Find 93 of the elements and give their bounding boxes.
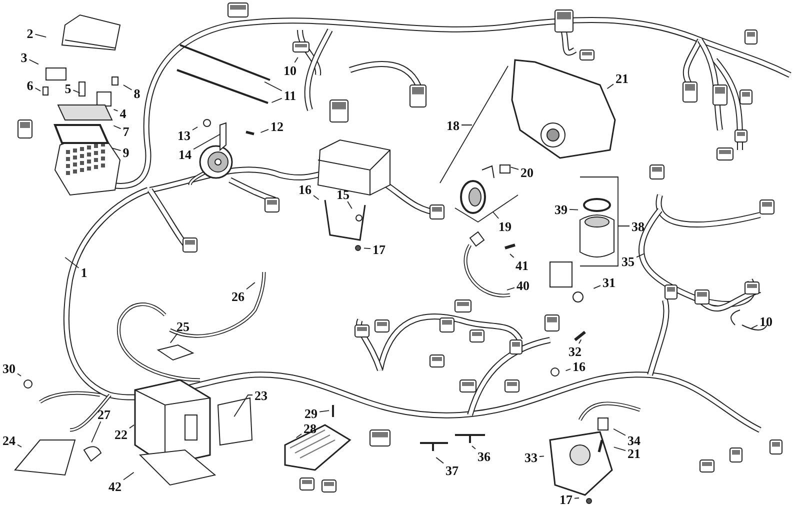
leader-line	[129, 424, 134, 429]
leader-line	[123, 84, 132, 90]
leader-line	[17, 373, 22, 376]
leader-line	[34, 34, 47, 38]
leader-line	[111, 148, 122, 151]
leader-line	[580, 176, 630, 266]
callout-number: 11	[282, 88, 298, 102]
leader-line	[313, 195, 320, 200]
callout-number: 20	[520, 166, 534, 178]
leader-line	[613, 428, 626, 436]
callout-number: 17	[372, 242, 386, 256]
callout-number: 25	[176, 320, 190, 332]
callout-number: 3	[20, 50, 28, 64]
leader-line	[613, 446, 626, 451]
leader-line	[472, 446, 476, 450]
leader-line	[260, 128, 269, 133]
leader-line	[569, 208, 578, 210]
callout-number: 16	[298, 182, 312, 196]
leader-line	[264, 81, 282, 92]
callout-number: 4	[118, 106, 128, 120]
leader-line	[246, 282, 256, 290]
callout-number: 5	[64, 82, 72, 94]
callout-number: 38	[630, 220, 646, 232]
leader-line	[113, 108, 118, 112]
leader-line	[347, 201, 352, 210]
leader-line	[17, 444, 22, 448]
callout-number: 41	[514, 258, 530, 272]
leader-line	[64, 257, 80, 268]
leader-line	[72, 90, 80, 94]
leader-line	[593, 285, 601, 289]
callout-number: 18	[446, 118, 460, 132]
leader-line	[539, 456, 544, 457]
callout-number: 2	[26, 26, 34, 40]
callout-number: 39	[554, 202, 568, 216]
callout-number: 40	[516, 278, 530, 292]
leader-line	[234, 394, 253, 418]
leader-line	[271, 98, 282, 103]
callout-number: 6	[26, 78, 34, 92]
callout-number: 42	[108, 480, 122, 492]
callout-number: 23	[254, 388, 268, 402]
leader-line	[28, 59, 39, 65]
leader-line	[636, 253, 645, 258]
callout-number: 30	[2, 362, 16, 374]
leader-line	[319, 410, 330, 412]
callout-number: 13	[176, 128, 192, 142]
leader-line	[574, 498, 580, 499]
callout-number: 12	[270, 120, 284, 132]
callout-number: 31	[602, 276, 616, 288]
leader-line	[510, 254, 514, 258]
callout-number: 16	[572, 360, 586, 372]
callout-number: 1	[80, 266, 88, 278]
callout-number: 36	[476, 450, 492, 462]
leader-line	[565, 368, 571, 372]
callout-number: 24	[2, 434, 16, 446]
callout-number: 19	[498, 220, 512, 232]
callout-number: 9	[122, 146, 130, 158]
callout-number: 22	[114, 428, 128, 440]
leader-line	[751, 324, 758, 329]
callout-number: 35	[620, 254, 636, 268]
leader-line	[606, 84, 614, 90]
callout-number: 27	[96, 408, 112, 420]
callout-number: 29	[304, 406, 318, 420]
callout-number: 14	[178, 148, 192, 160]
leader-line	[510, 166, 519, 170]
callout-number: 37	[444, 464, 460, 476]
callout-number: 21	[614, 72, 630, 84]
leader-line	[578, 339, 582, 344]
callout-number: 10	[282, 64, 298, 76]
leader-line	[454, 194, 518, 223]
leader-line	[506, 287, 515, 290]
callout-number: 17	[558, 492, 574, 506]
callout-number: 33	[524, 450, 538, 464]
leader-line	[170, 333, 178, 344]
callout-number: 21	[626, 446, 642, 460]
leader-line	[91, 421, 102, 443]
callout-number: 7	[122, 124, 130, 138]
leader-line	[193, 134, 221, 150]
callout-number: 10	[758, 314, 774, 328]
leader-line	[113, 125, 122, 130]
leader-line	[294, 56, 298, 63]
callout-number: 34	[626, 434, 642, 446]
callout-number: 32	[568, 344, 582, 358]
leader-line	[296, 434, 302, 438]
callout-number: 15	[336, 188, 350, 200]
callout-number: 8	[132, 86, 142, 100]
leader-line	[34, 88, 41, 92]
leader-line	[440, 66, 508, 184]
leader-line	[123, 472, 134, 480]
leader-line	[364, 248, 371, 249]
leader-line	[436, 457, 444, 464]
leader-line	[192, 126, 198, 130]
callout-number: 26	[230, 290, 246, 302]
callout-number: 28	[302, 422, 318, 434]
